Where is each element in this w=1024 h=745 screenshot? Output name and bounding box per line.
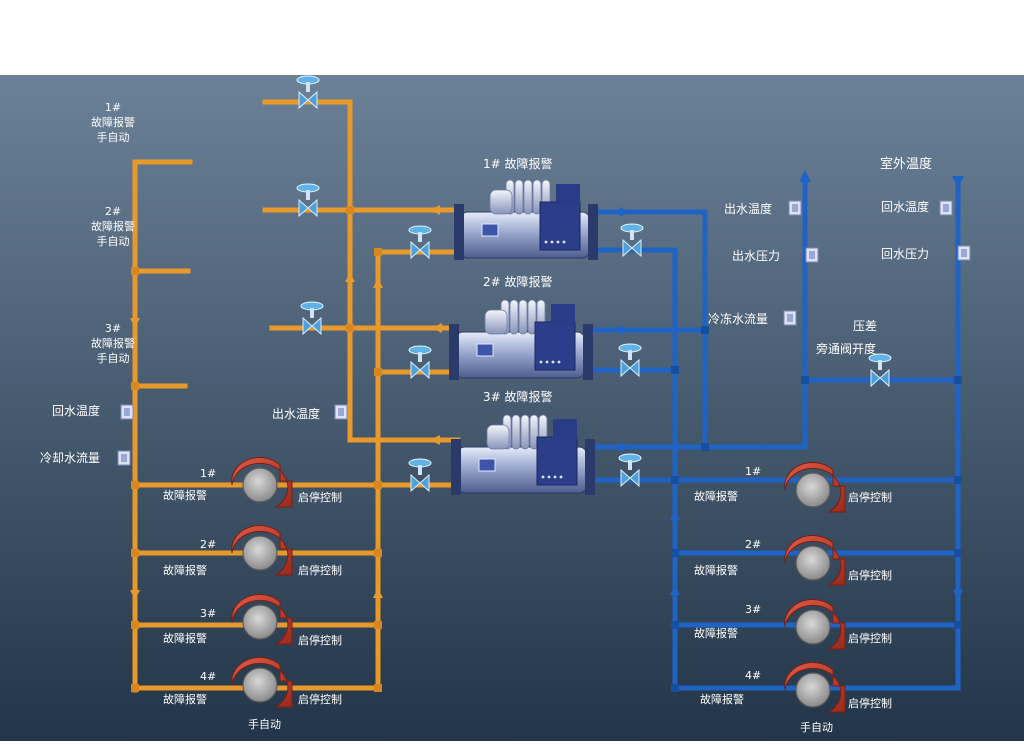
- chilled-pump-4-id: 4#: [745, 669, 762, 682]
- cooling-tower-2-label: 2#故障报警手自动: [91, 205, 135, 248]
- cooling-pump-1-id: 1#: [200, 467, 217, 480]
- chilled-return-temp-label: 回水温度: [881, 200, 930, 214]
- chilled-supply-pressure-label: 出水压力: [732, 249, 781, 263]
- cooling-water-flow-label: 冷却水流量: [40, 451, 101, 465]
- chilled-pump-3-icon: [784, 599, 846, 650]
- cooling-flow-arrows: [130, 205, 442, 600]
- cooling-pump-2-icon: [231, 525, 293, 576]
- cooling-pump-4-ctrl: 启停控制: [298, 693, 342, 706]
- cooling-tower-1-label: 1#故障报警手自动: [91, 101, 135, 144]
- diff-pressure-label: 压差: [853, 319, 878, 333]
- valve-icon: [408, 225, 432, 260]
- chiller-2-alarm-label: 2# 故障报警: [483, 275, 553, 289]
- chiller-1-alarm-label: 1# 故障报警: [483, 157, 553, 171]
- sensor-icon: [805, 247, 819, 263]
- sensor-icon: [120, 404, 134, 420]
- chilled-pump-3-ctrl: 启停控制: [848, 632, 892, 645]
- cooling-pipe-junctions: [131, 206, 382, 692]
- valve-icon: [620, 223, 644, 258]
- cooling-pumps-auto-label: 手自动: [248, 718, 281, 731]
- sensor-icon: [788, 200, 802, 216]
- chiller-2-icon: [449, 299, 593, 380]
- bypass-valve-opening-label: 旁通阀开度: [816, 342, 877, 356]
- chilled-pipe-junctions: [671, 326, 962, 692]
- sensor-icon: [783, 310, 797, 326]
- chilled-pump-2-ctrl: 启停控制: [848, 569, 892, 582]
- cooling-pump-4-id: 4#: [200, 670, 217, 683]
- chilled-pump-2-icon: [784, 535, 846, 586]
- cooling-pump-1-alarm: 故障报警: [163, 489, 207, 502]
- chilled-pump-1-alarm: 故障报警: [694, 490, 738, 503]
- chilled-flow-arrows: [620, 170, 964, 600]
- cooling-pump-4-alarm: 故障报警: [163, 693, 207, 706]
- valve-icon: [618, 343, 642, 378]
- valve-icon: [296, 183, 320, 218]
- cooling-return-main-pipe: [132, 159, 193, 693]
- chilled-pump-1-icon: [784, 462, 846, 513]
- pumps: [231, 457, 846, 713]
- valve-icon: [618, 453, 642, 488]
- cooling-pump-3-alarm: 故障报警: [163, 632, 207, 645]
- cooling-pump-3-icon: [231, 594, 293, 645]
- cooling-pump-2-ctrl: 启停控制: [298, 564, 342, 577]
- chilled-pump-4-alarm: 故障报警: [700, 693, 744, 706]
- valve-icon: [296, 75, 320, 110]
- cooling-pump-4-icon: [231, 657, 293, 708]
- chilled-pump-3-alarm: 故障报警: [694, 627, 738, 640]
- chillers: [449, 179, 598, 495]
- chilled-return-pressure-label: 回水压力: [881, 247, 930, 261]
- sensor-icon: [117, 450, 131, 466]
- chilled-pumps-auto-label: 手自动: [800, 721, 833, 734]
- valve-icon: [408, 345, 432, 380]
- sensor-icon: [939, 200, 953, 216]
- cooling-pump-1-icon: [231, 457, 293, 508]
- chilled-supply-temp-label: 出水温度: [724, 202, 773, 216]
- chilled-pump-1-id: 1#: [745, 465, 762, 478]
- cooling-pump-3-ctrl: 启停控制: [298, 634, 342, 647]
- chilled-pump-4-ctrl: 启停控制: [848, 697, 892, 710]
- valves: [296, 75, 892, 493]
- cooling-pump-1-ctrl: 启停控制: [298, 491, 342, 504]
- chiller-1-icon: [454, 179, 598, 260]
- chiller-3-icon: [451, 414, 595, 495]
- sensor-icon: [957, 245, 971, 261]
- chilled-pump-3-id: 3#: [745, 603, 762, 616]
- sensor-icon: [334, 404, 348, 420]
- chilled-pump-2-id: 2#: [745, 538, 762, 551]
- chilled-pump-1-ctrl: 启停控制: [848, 491, 892, 504]
- chilled-pump-4-icon: [784, 662, 846, 713]
- cooling-pump-3-id: 3#: [200, 607, 217, 620]
- cooling-pump-2-alarm: 故障报警: [163, 564, 207, 577]
- cooling-pump-2-id: 2#: [200, 538, 217, 551]
- chiller-3-alarm-label: 3# 故障报警: [483, 390, 553, 404]
- valve-icon: [300, 301, 324, 336]
- chilled-pump-2-alarm: 故障报警: [694, 564, 738, 577]
- sensors: [117, 200, 971, 466]
- valve-icon: [408, 458, 432, 493]
- outdoor-temp-label: 室外温度: [880, 157, 933, 172]
- cooling-tower-3-label: 3#故障报警手自动: [91, 322, 135, 365]
- chilled-water-flow-label: 冷冻水流量: [708, 312, 769, 326]
- valve-icon: [868, 353, 892, 388]
- cooling-return-temp-label: 回水温度: [52, 404, 101, 418]
- cooling-supply-temp-label: 出水温度: [272, 407, 321, 421]
